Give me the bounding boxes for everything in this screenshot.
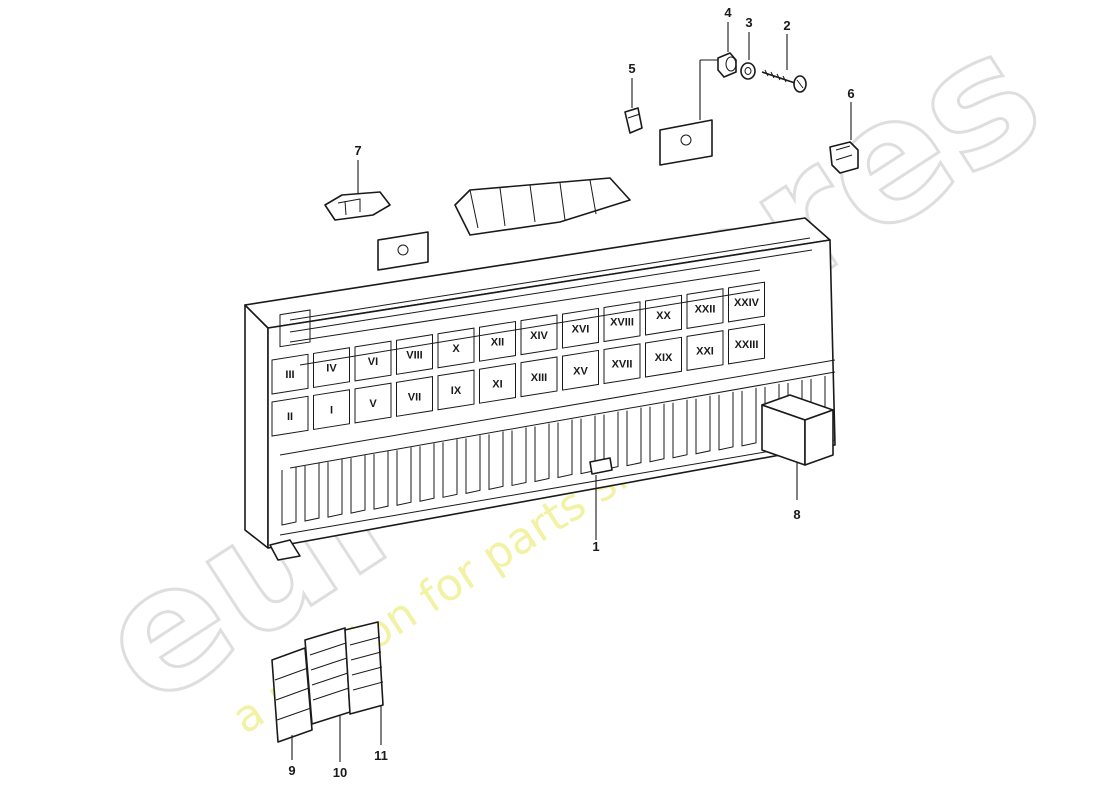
connector-clip-7	[442, 439, 458, 498]
fuse-cell-top-3	[396, 334, 433, 375]
fuse-row-top	[279, 309, 311, 348]
callout-1: 1	[592, 539, 599, 554]
fuse-cell-bottom-7	[562, 349, 599, 391]
callout-9: 9	[288, 763, 295, 778]
fuse-numeral-top-8: XVIII	[610, 317, 634, 329]
fuse-cell-bottom-4	[437, 369, 475, 411]
fuse-numeral-bottom-0: II	[287, 411, 293, 423]
connector-clip-6	[419, 443, 435, 502]
fuse-cells: IIIIIIVIVIVVIIIVIIXIXXIIXIXIVXIIIXVIXVXV…	[271, 281, 765, 437]
fuse-numeral-top-10: XXII	[695, 304, 716, 316]
fuse-numeral-top-3: VIII	[406, 349, 423, 361]
callout-6: 6	[847, 86, 854, 101]
relay-board-part-1[interactable]	[244, 119, 836, 549]
mounting-tab	[269, 539, 301, 561]
connector-clip-8	[465, 435, 481, 494]
fuse-cell-top-9	[645, 294, 682, 336]
fuse-numeral-bottom-9: XIX	[655, 352, 673, 364]
fuse-numeral-bottom-2: V	[369, 398, 377, 410]
screw-part-2[interactable]	[761, 69, 807, 93]
fuse-cell-top-2	[354, 340, 392, 382]
fuse-numeral-bottom-11: XXIII	[735, 339, 759, 351]
fuse-cell-bottom-1	[313, 389, 350, 431]
connector-clip-0	[281, 467, 297, 526]
callout-10: 10	[333, 765, 347, 780]
fuse-cell-top-1	[313, 347, 350, 389]
relay-part-8[interactable]	[761, 394, 834, 466]
callout-4: 4	[724, 5, 732, 20]
connector-clip-5	[396, 447, 412, 506]
fuse-numeral-bottom-5: XI	[492, 378, 502, 390]
release-clip	[589, 457, 613, 475]
connector-clip-15	[626, 407, 642, 467]
clip-part-5[interactable]	[624, 107, 643, 134]
fuse-cell-top-8	[603, 301, 641, 343]
fuse-cell-bottom-10	[686, 330, 724, 372]
callout-8: 8	[793, 507, 800, 522]
fuse-numeral-bottom-10: XXI	[696, 346, 714, 358]
fuse-cell-bottom-11	[728, 323, 765, 365]
connector-clip-16	[649, 403, 665, 463]
connector-clip-4	[373, 451, 389, 510]
fuse-cell-bottom-6	[520, 356, 558, 398]
fuse-numeral-bottom-3: VII	[408, 391, 421, 403]
connector-clip-19	[718, 391, 734, 451]
callout-11: 11	[374, 748, 388, 763]
connector-part-6[interactable]	[829, 141, 859, 174]
fuse-numeral-bottom-8: XVII	[612, 359, 633, 371]
callout-2: 2	[783, 18, 790, 33]
callouts: 1 2 3 4 5 6 7 8 9 10 11	[288, 5, 854, 780]
fuse-puller-part-7[interactable]	[324, 191, 391, 221]
fuse-numeral-top-6: XIV	[530, 330, 548, 342]
fuse-cell-top-5	[479, 320, 516, 362]
fuse-cell-top-6	[520, 314, 558, 356]
connector-clip-18	[695, 395, 711, 455]
callout-5: 5	[628, 61, 635, 76]
connector-clip-2	[327, 459, 343, 518]
washer-part-3[interactable]	[740, 62, 756, 80]
terminal-block-part-10[interactable]	[304, 627, 351, 725]
connector-clip-12	[557, 419, 573, 479]
fuse-numeral-bottom-7: XV	[573, 365, 588, 377]
fuse-cell-bottom-5	[479, 362, 516, 404]
connector-clip-3	[350, 455, 366, 514]
callout-3: 3	[745, 15, 752, 30]
fuse-numeral-bottom-1: I	[330, 405, 333, 417]
fuse-cell-bottom-0	[271, 395, 309, 437]
fuse-cell-top-10	[686, 288, 724, 330]
connector-clip-9	[488, 431, 504, 491]
terminal-block-part-11[interactable]	[344, 621, 384, 715]
connector-clip-13	[580, 415, 596, 475]
fuse-numeral-top-11: XXIV	[734, 297, 760, 309]
callout-7: 7	[354, 143, 361, 158]
fuse-cell-top-4	[437, 327, 475, 369]
fuse-numeral-bottom-4: IX	[451, 385, 462, 397]
fuse-cell-bottom-2	[354, 382, 392, 424]
grommet-part-4[interactable]	[717, 52, 737, 78]
fuse-numeral-top-5: XII	[491, 336, 504, 348]
fuse-numeral-top-4: X	[452, 343, 460, 355]
fuse-cell-bottom-8	[603, 343, 641, 385]
connector-clip-11	[534, 423, 550, 483]
fuse-numeral-top-9: XX	[656, 310, 671, 322]
fuse-cell-top-11	[728, 281, 765, 323]
fuse-numeral-bottom-6: XIII	[531, 372, 548, 384]
fuse-numeral-top-1: IV	[326, 363, 337, 375]
fuse-numeral-top-0: III	[285, 369, 294, 381]
fuse-numeral-top-2: VI	[368, 356, 378, 368]
connector-clip-10	[511, 427, 527, 487]
leader-lines	[291, 22, 852, 762]
fuse-cell-bottom-3	[396, 376, 433, 417]
connector-clip-20	[741, 387, 757, 447]
connector-clip-17	[672, 399, 688, 459]
fuse-cell-top-0	[271, 353, 309, 395]
fuse-numeral-top-7: XVI	[572, 323, 590, 335]
fuse-cell-bottom-9	[645, 336, 682, 378]
fuse-cell-top-7	[562, 307, 599, 349]
connector-clip-1	[304, 463, 320, 522]
terminal-cover-part-9[interactable]	[271, 647, 313, 743]
